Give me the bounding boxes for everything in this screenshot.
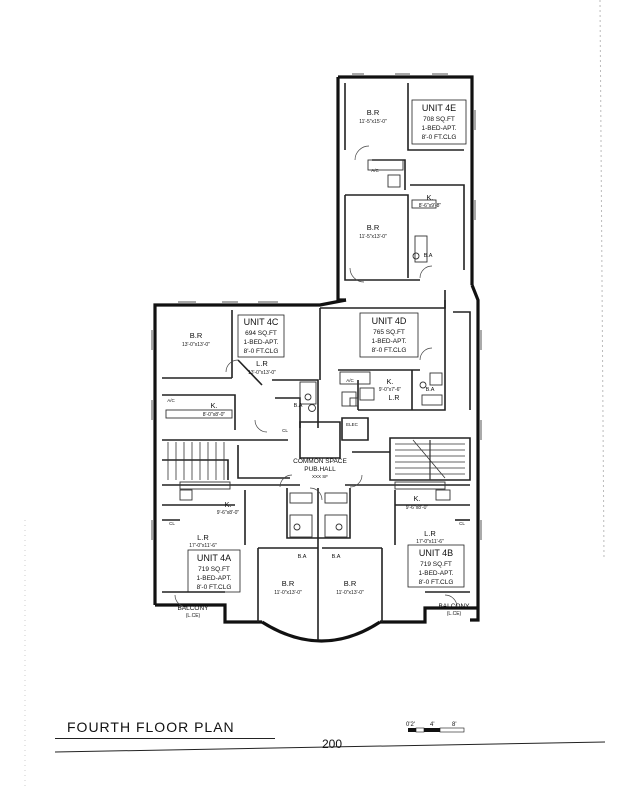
room-k-4d-dims: 9'-0"x7'-6"	[379, 387, 402, 393]
closet-label-4b: CL	[459, 521, 465, 526]
unit-4e-info: UNIT 4E 708 SQ.FT 1-BED-APT. 8'-0 FT.CLG	[411, 99, 467, 145]
room-k-4e-dims: 8'-6"x9'-8"	[419, 203, 442, 209]
room-k-4b: K.	[413, 494, 420, 503]
ac-label-4c: A/C	[167, 398, 175, 403]
unit-4d-name: UNIT 4D	[372, 316, 407, 326]
unit-4a-ceiling: 8'-0 FT.CLG	[197, 584, 232, 591]
room-ba-4a: B.A	[298, 554, 307, 560]
scale-label-0: 0'2'	[406, 722, 415, 728]
room-br-4e-mid: B.R	[367, 223, 380, 232]
unit-4c-info: UNIT 4C 694 SQ.FT 1-BED-APT. 8'-0 FT.CLG	[237, 314, 285, 358]
room-br-4b-dims: 11'-0"x13'-0"	[336, 590, 364, 596]
common-space-label: COMMON SPACE	[293, 458, 347, 465]
unit-4b-info: UNIT 4B 719 SQ.FT 1-BED-APT. 8'-0 FT.CLG	[407, 544, 465, 588]
room-ba-4d: B.A	[426, 387, 435, 393]
unit-4d-ceiling: 8'-0 FT.CLG	[372, 347, 407, 354]
room-k-4b-dims: 9'-6"x8'-0"	[406, 505, 429, 511]
unit-4a-name: UNIT 4A	[197, 553, 231, 563]
unit-4e-area: 708 SQ.FT	[423, 116, 455, 123]
scale-label-4: 4'	[430, 722, 434, 728]
room-lr-4c: L.R	[256, 359, 268, 368]
unit-4b-area: 719 SQ.FT	[420, 561, 452, 568]
common-space-area: XXX SF	[312, 474, 328, 479]
room-k-4c-dims: 8'-0"x8'-0"	[203, 412, 226, 418]
unit-4c-ceiling: 8'-0 FT.CLG	[244, 348, 279, 355]
exterior-walls	[153, 75, 480, 643]
unit-4a-type: 1-BED-APT.	[196, 575, 231, 582]
ac-label-4e: A/C	[371, 168, 379, 173]
room-lr-4a: L.R	[197, 533, 209, 542]
unit-4b-name: UNIT 4B	[419, 548, 453, 558]
plan-title: FOURTH FLOOR PLAN	[67, 719, 235, 735]
room-k-4a: K.	[224, 500, 231, 509]
room-br-4e-mid-dims: 11'-5"x13'-0"	[359, 234, 387, 240]
stairs	[167, 439, 465, 480]
room-br-4a-dims: 11'-0"x13'-0"	[274, 590, 302, 596]
unit-4e-type: 1-BED-APT.	[421, 125, 456, 132]
closet-label-4a: CL	[169, 521, 175, 526]
unit-4b-ceiling: 8'-0 FT.CLG	[419, 579, 454, 586]
unit-4e-ceiling: 8'-0 FT.CLG	[422, 134, 457, 141]
room-lr-4a-dims: 17'-0"x11'-6"	[189, 543, 217, 549]
balcony-right-label: BALCONY	[438, 603, 470, 610]
closet-label-4c: CL	[282, 428, 288, 433]
interior-walls	[162, 83, 471, 640]
room-br-4b: B.R	[344, 579, 357, 588]
unit-4e-name: UNIT 4E	[422, 103, 456, 113]
room-lr-4c-dims: 13'-0"x13'-0"	[248, 370, 276, 376]
room-br-4c-dims: 13'-0"x13'-0"	[182, 342, 210, 348]
door-swings	[174, 145, 458, 608]
unit-4c-area: 694 SQ.FT	[245, 330, 277, 337]
unit-4a-info: UNIT 4A 719 SQ.FT 1-BED-APT. 8'-0 FT.CLG	[187, 549, 241, 593]
room-ba-4c: B.A	[294, 403, 303, 409]
unit-4d-info: UNIT 4D 765 SQ.FT 1-BED-APT. 8'-0 FT.CLG	[359, 312, 419, 358]
room-br-4a: B.R	[282, 579, 295, 588]
room-ba-4b: B.A	[332, 554, 341, 560]
scale-label-8: 8'	[452, 722, 456, 728]
unit-4a-area: 719 SQ.FT	[198, 566, 230, 573]
room-br-4c: B.R	[190, 331, 203, 340]
balcony-left-sub: (L.CE)	[186, 613, 201, 619]
room-lr-4d: L.R	[389, 395, 400, 402]
room-k-4e: K.	[426, 193, 433, 202]
balcony-left-label: BALCONY	[177, 605, 209, 612]
ac-label-4d: A/C	[346, 378, 354, 383]
unit-4b-type: 1-BED-APT.	[418, 570, 453, 577]
room-ba-4e: B.A	[424, 253, 433, 259]
room-k-4c: K.	[210, 401, 217, 410]
fixtures	[165, 159, 451, 538]
room-labels: B.R 11'-5"x15'-0" B.R 11'-5"x13'-0" K. 8…	[167, 108, 470, 619]
room-k-4a-dims: 9'-6"x8'-0"	[217, 510, 240, 516]
page-number: 200	[322, 737, 343, 751]
room-k-4d: K.	[386, 377, 393, 386]
room-br-4e-top-dims: 11'-5"x15'-0"	[359, 119, 387, 125]
title-underline	[55, 738, 275, 739]
unit-4c-name: UNIT 4C	[244, 317, 279, 327]
unit-4d-area: 765 SQ.FT	[373, 329, 405, 336]
elec-label: ELEC	[346, 422, 359, 427]
unit-4c-type: 1-BED-APT.	[243, 339, 278, 346]
unit-4d-type: 1-BED-APT.	[371, 338, 406, 345]
room-br-4e-top: B.R	[367, 108, 380, 117]
common-space-sub: PUB.HALL	[304, 466, 336, 473]
room-lr-4b-dims: 17'-0"x11'-6"	[416, 539, 444, 545]
room-lr-4b: L.R	[424, 529, 436, 538]
balcony-right-sub: (L.CE)	[447, 611, 462, 617]
scale-bar: 0'2' 4' 8'	[406, 722, 465, 733]
